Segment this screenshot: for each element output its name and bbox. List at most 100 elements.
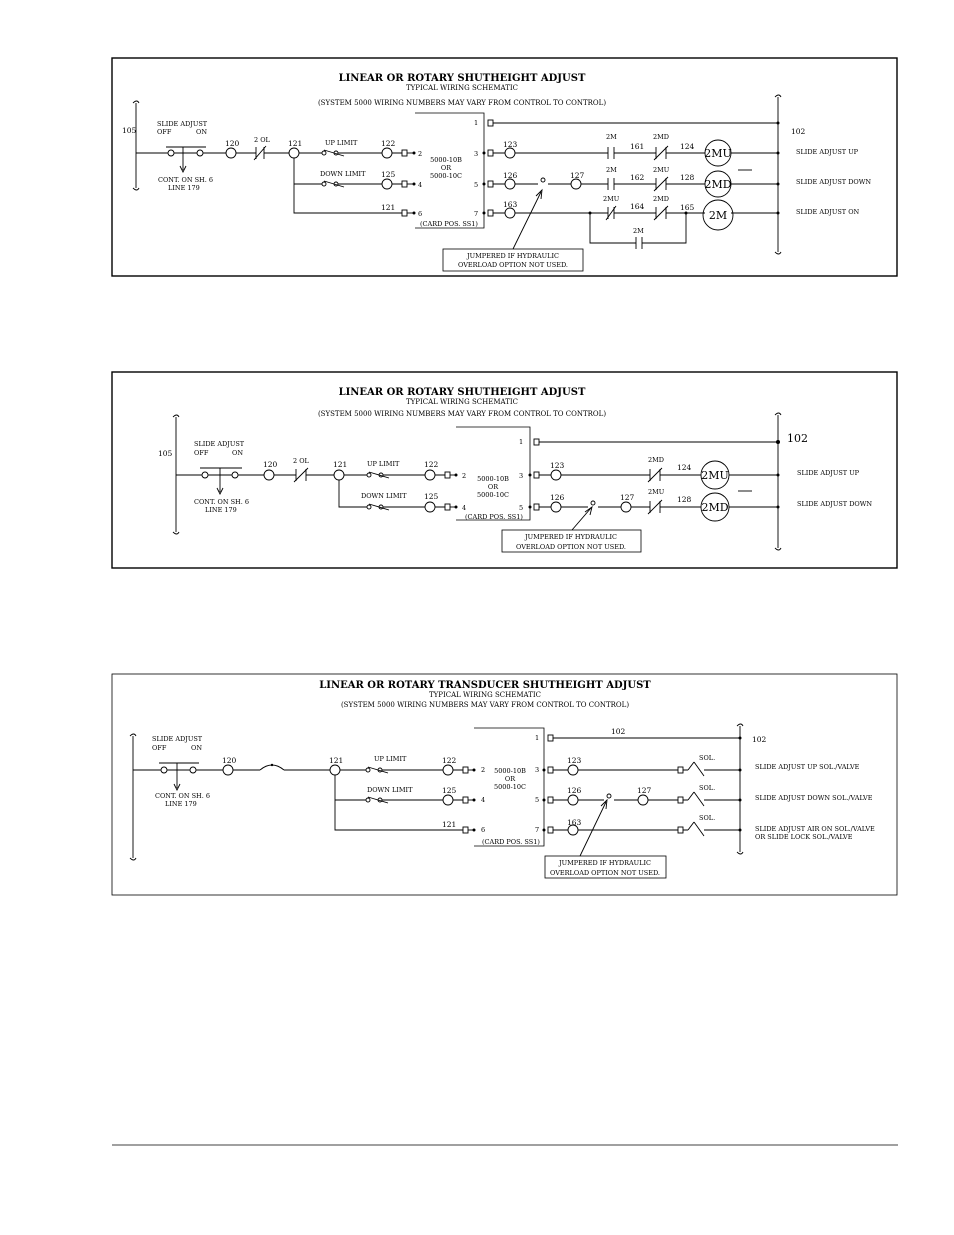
switch-arrow: [179, 165, 187, 174]
diagram-3-frame: [111, 673, 898, 896]
output-up: SLIDE ADJUST UP SOL./VALVE: [755, 763, 860, 771]
contact-2md-a: 2MD: [653, 133, 669, 141]
wire-122-label: 122: [381, 139, 396, 148]
down-limit-label: DOWN LIMIT: [361, 492, 407, 500]
wire-120-label: 120: [263, 460, 278, 469]
pin-4: 4: [462, 504, 466, 512]
wire-124-label: 124: [680, 142, 695, 151]
card-pos: (CARD POS. SS1): [420, 220, 478, 228]
cont-line1: CONT. ON SH. 6: [155, 792, 210, 800]
contact-2m-a: 2M: [606, 133, 617, 141]
contact-2mu-b: 2MU: [653, 166, 670, 174]
wire-163-label: 163: [503, 200, 518, 209]
up-limit-label: UP LIMIT: [325, 139, 358, 147]
sol-b-label: SOL.: [699, 784, 715, 792]
switch-actuator: [166, 146, 206, 170]
output-down: SLIDE ADJUST DOWN: [797, 500, 872, 508]
diagram-3-subtitle: TYPICAL WIRING SCHEMATIC: [429, 691, 541, 699]
diagram-1-note: (SYSTEM 5000 WIRING NUMBERS MAY VARY FRO…: [318, 99, 606, 107]
wire-126-label: 126: [503, 171, 518, 180]
coil-2m-label: 2M: [709, 209, 727, 222]
diagram-1-frame: [111, 57, 898, 277]
wire-122-label: 122: [442, 756, 457, 765]
switch-off: OFF: [152, 744, 167, 752]
down-limit-label: DOWN LIMIT: [320, 170, 366, 178]
terminal-120: [225, 147, 237, 159]
wire-123-label: 123: [550, 461, 565, 470]
wire-120-label: 120: [222, 756, 237, 765]
output-up: SLIDE ADJUST UP: [797, 469, 860, 477]
terminal-125: [381, 178, 393, 190]
wire-123-label: 123: [567, 756, 582, 765]
pin-2: 2: [418, 150, 422, 158]
card-pos: (CARD POS. SS1): [465, 513, 523, 521]
card-line1: 5000-10B: [494, 767, 526, 775]
left-rail-label: 105: [122, 126, 137, 135]
overload-label: 2 OL: [293, 457, 310, 465]
coil-2mu-label: 2MU: [701, 469, 729, 482]
card-line3: 5000-10C: [430, 172, 462, 180]
sol-c-label: SOL.: [699, 814, 715, 822]
diagram-3-title: LINEAR OR ROTARY TRANSDUCER SHUTHEIGHT A…: [319, 680, 651, 691]
coil-2mu-label: 2MU: [704, 147, 732, 160]
card-line2: OR: [441, 164, 452, 172]
card-line3: 5000-10C: [477, 491, 509, 499]
wire-126-label: 126: [550, 493, 565, 502]
card-line2: OR: [505, 775, 516, 783]
switch-label: SLIDE ADJUST: [157, 120, 208, 128]
wire-120-label: 120: [225, 139, 240, 148]
wire-162-label: 162: [630, 173, 645, 182]
wire-128-label: 128: [677, 495, 692, 504]
jumper-note-line2: OVERLOAD OPTION NOT USED.: [458, 261, 568, 269]
card-pos: (CARD POS. SS1): [482, 838, 540, 846]
contact-2mu-c: 2MU: [603, 195, 620, 203]
wire-121b-label: 121: [381, 203, 395, 212]
wire-165-label: 165: [680, 203, 695, 212]
output-down: SLIDE ADJUST DOWN: [796, 178, 871, 186]
wire-127-label: 127: [620, 493, 635, 502]
cont-line1: CONT. ON SH. 6: [194, 498, 249, 506]
output-on: SLIDE ADJUST ON: [796, 208, 860, 216]
diagram-1-subtitle: TYPICAL WIRING SCHEMATIC: [406, 84, 518, 92]
switch-on: ON: [191, 744, 202, 752]
cont-line2: LINE 179: [205, 506, 237, 514]
wire-125-label: 125: [424, 492, 439, 501]
pin-5: 5: [535, 796, 539, 804]
diagram-3-note: (SYSTEM 5000 WIRING NUMBERS MAY VARY FRO…: [341, 701, 629, 709]
switch-on: ON: [196, 128, 207, 136]
wire-121-label: 121: [288, 139, 302, 148]
output-air-line1: SLIDE ADJUST AIR ON SOL./VALVE: [755, 825, 875, 833]
pin-4: 4: [481, 796, 485, 804]
cont-line2: LINE 179: [168, 184, 200, 192]
diagram-3: LINEAR OR ROTARY TRANSDUCER SHUTHEIGHT A…: [111, 673, 898, 896]
switch-off: OFF: [194, 449, 209, 457]
down-branch: [293, 158, 402, 214]
switch-on: ON: [232, 449, 243, 457]
coil-2md-label: 2MD: [704, 178, 731, 191]
jumper-note-line2: OVERLOAD OPTION NOT USED.: [516, 543, 626, 551]
pin-4: 4: [418, 181, 422, 189]
switch-label: SLIDE ADJUST: [152, 735, 203, 743]
pin-1: 1: [474, 119, 478, 127]
wire-124-label: 124: [677, 463, 692, 472]
card-outline: [415, 112, 485, 229]
diagram-1-title: LINEAR OR ROTARY SHUTHEIGHT ADJUST: [339, 73, 586, 84]
wire-127-label: 127: [637, 786, 652, 795]
pin-1: 1: [519, 438, 523, 446]
pin-7: 7: [474, 210, 478, 218]
card-line3: 5000-10C: [494, 783, 526, 791]
contact-2m-b: 2M: [606, 166, 617, 174]
output-air-line2: OR SLIDE LOCK SOL./VALVE: [755, 833, 853, 841]
wire-163-label: 163: [567, 818, 582, 827]
pin-3: 3: [519, 472, 523, 480]
wire-164-label: 164: [630, 202, 645, 211]
left-rail-label: 105: [158, 449, 173, 458]
cont-line1: CONT. ON SH. 6: [158, 176, 213, 184]
switch-label: SLIDE ADJUST: [194, 440, 245, 448]
wire-127-label: 127: [570, 171, 585, 180]
pin-2: 2: [481, 766, 485, 774]
wire-128-label: 128: [680, 173, 695, 182]
jumper-note-line2: OVERLOAD OPTION NOT USED.: [550, 869, 660, 877]
pin-1: 1: [535, 734, 539, 742]
diagram-2-title: LINEAR OR ROTARY SHUTHEIGHT ADJUST: [339, 387, 586, 398]
